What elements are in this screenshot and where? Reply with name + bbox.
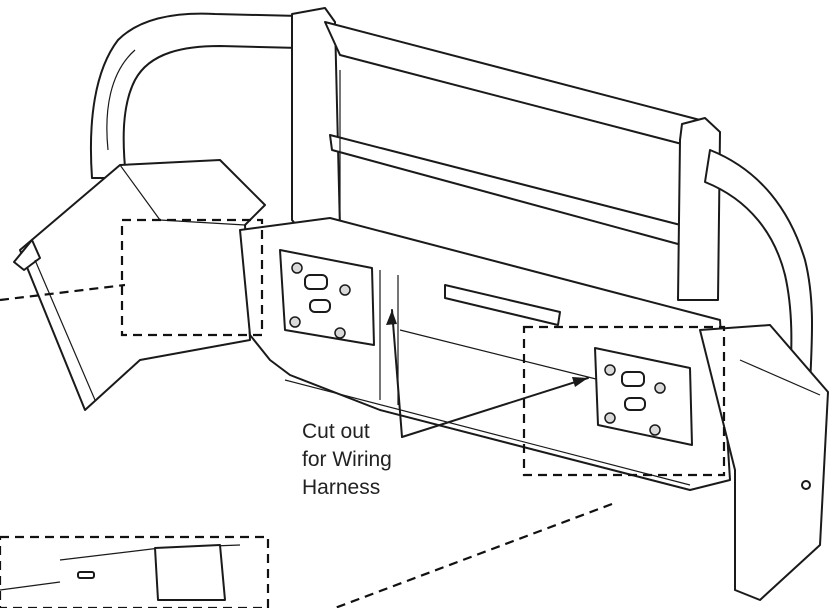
detail-box-left (120, 218, 264, 337)
leader-line-right (334, 502, 613, 608)
callout-line-3: Harness (302, 476, 381, 499)
callout-line-1: Cut out (302, 420, 370, 443)
leader-line-left (0, 283, 126, 302)
left-wing-plate (13, 159, 266, 411)
callout-label: Cut out for Wiring Harness (302, 418, 452, 502)
right-wing-plate (699, 324, 829, 601)
inset-detail (0, 544, 241, 601)
right-mount-bracket (594, 347, 693, 446)
detail-box-right (522, 325, 726, 477)
callout-line-2: for Wiring (302, 448, 392, 471)
callout-arrows (386, 309, 589, 438)
left-hoop-tube (89, 12, 301, 179)
detail-box-inset (0, 535, 270, 608)
left-mount-bracket (279, 249, 375, 346)
